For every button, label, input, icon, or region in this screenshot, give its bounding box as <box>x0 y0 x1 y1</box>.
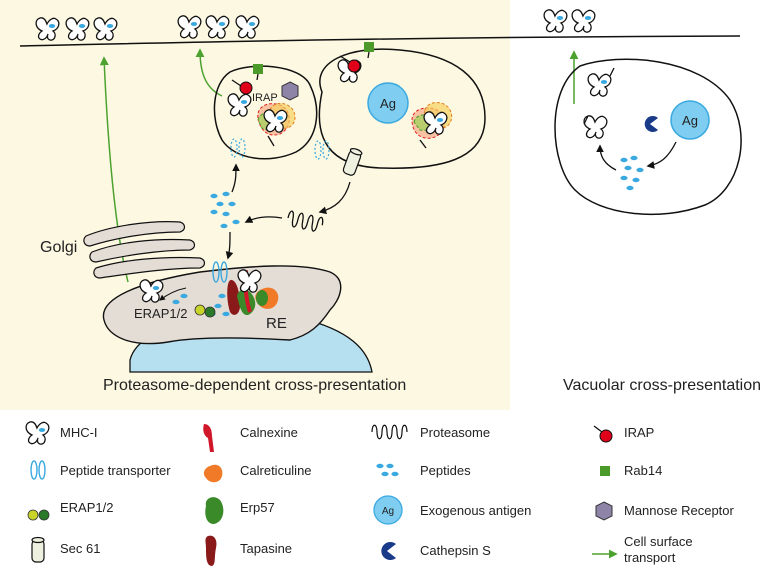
erap-icon <box>27 509 39 521</box>
surface-mhc-i-icon <box>571 9 596 33</box>
peptides-to-mhc-arrow <box>596 144 617 171</box>
proteasome-to-peptides-arrow <box>244 215 283 223</box>
legend-label: Calreticuline <box>240 463 312 478</box>
golgi-apparatus <box>83 221 206 279</box>
vacuole-cathepsin-s-icon <box>644 116 658 133</box>
legend-label: Exogenous antigen <box>420 503 531 518</box>
irap-loading-complex <box>257 103 296 147</box>
mannose-receptor-icon <box>281 81 299 101</box>
legend-label: Mannose Receptor <box>624 503 735 518</box>
mannose-receptor-icon <box>595 501 613 521</box>
endosome-peptide-transporter-icon <box>314 140 330 160</box>
er-peptide-transporter-icon <box>212 261 228 283</box>
legend: MHC-I Peptide transporter ERAP1/2 Sec 61… <box>25 421 735 566</box>
peptides-icon <box>376 463 399 477</box>
irap-to-surface-arrow <box>195 48 223 97</box>
right-panel-title: Vacuolar cross-presentation <box>563 377 761 394</box>
legend-label: Tapasine <box>240 541 292 556</box>
left-panel-title: Proteasome-dependent cross-presentation <box>103 377 406 394</box>
vacuole <box>554 58 742 215</box>
sec61-to-proteasome-arrow <box>318 181 351 215</box>
antigen-in-endosome <box>367 82 409 124</box>
irap-icon <box>239 81 253 95</box>
legend-label: Rab14 <box>624 463 662 478</box>
vacuole-antigen-label: Ag <box>682 113 698 128</box>
erp57-icon <box>205 497 224 524</box>
endosome-loading-complex <box>411 102 453 149</box>
exogenous-antigen-icon <box>373 495 403 525</box>
erap-label: ERAP1/2 <box>134 306 187 321</box>
sec61-icon <box>31 536 45 563</box>
irap-icon <box>347 59 361 73</box>
legend-label: Peptides <box>420 463 471 478</box>
rab14-icon <box>364 42 374 52</box>
legend-label: ERAP1/2 <box>60 500 113 515</box>
exogenous-antigen-icon-text: Ag <box>382 506 394 517</box>
tapasine-icon <box>205 535 217 566</box>
legend-label: Sec 61 <box>60 541 100 556</box>
vacuole-peptides-icon <box>620 155 644 191</box>
cathepsin-s-icon <box>381 542 396 560</box>
erap1-icon <box>194 304 206 316</box>
legend-label: Peptide transporter <box>60 463 171 478</box>
calreticuline-icon <box>203 464 223 483</box>
legend-label: Cathepsin S <box>420 543 491 558</box>
mhc-i-icon <box>25 421 50 445</box>
antigen-label: Ag <box>380 96 396 111</box>
proteasome-icon <box>371 424 408 440</box>
calnexine-icon <box>203 424 214 452</box>
plasma-membrane <box>19 35 741 47</box>
legend-label: Cell surface <box>624 534 693 549</box>
re-label: RE <box>266 315 287 332</box>
sec61-icon <box>342 148 363 176</box>
irap-compartment <box>213 65 318 160</box>
antigen-to-peptides-arrow <box>646 141 677 169</box>
endosome <box>318 48 486 169</box>
irap-icon <box>599 429 613 443</box>
legend-label: IRAP <box>624 425 654 440</box>
antigen-in-vacuole <box>670 100 710 140</box>
legend-label: Proteasome <box>420 425 490 440</box>
golgi-label: Golgi <box>40 239 77 256</box>
vacuole-mhc-i-icon <box>587 73 612 97</box>
proteasome-icon <box>287 210 324 232</box>
irap-peptide-transporter-icon <box>230 138 246 158</box>
surface-mhc-i-icon <box>543 9 568 33</box>
rab14-icon <box>600 466 610 476</box>
irap-compartment-label: IRAP <box>252 92 278 104</box>
vacuole-empty-mhc-i-icon <box>583 115 608 139</box>
peptides-to-er-arrow <box>225 231 234 260</box>
rab14-icon <box>253 64 263 74</box>
legend-label: transport <box>624 550 676 565</box>
peptides-to-irap-arrow <box>231 163 240 193</box>
legend-label: Calnexine <box>240 425 298 440</box>
erap2-icon <box>204 306 216 318</box>
legend-label: Erp57 <box>240 500 275 515</box>
peptide-loading-complex <box>227 269 279 316</box>
legend-label: MHC-I <box>60 425 98 440</box>
peptide-transporter-icon <box>30 460 46 480</box>
